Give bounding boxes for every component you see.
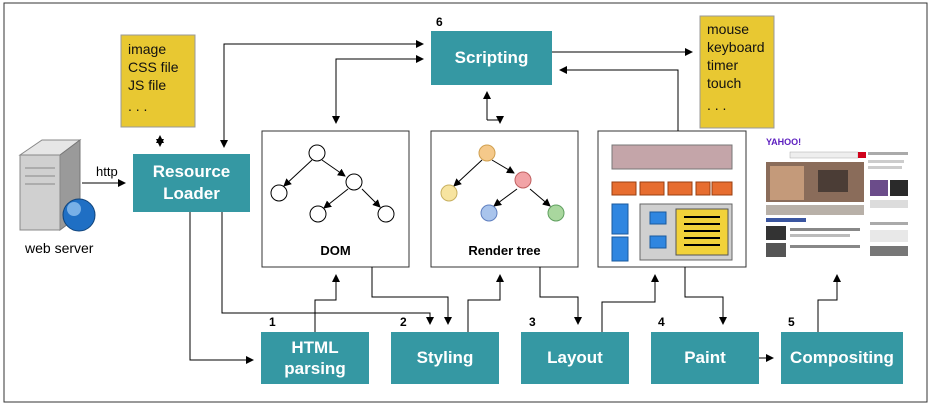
- resources-note-line2: CSS file: [128, 59, 179, 75]
- events-note: [699, 15, 775, 129]
- dom-tree-graphic: [270, 144, 395, 223]
- events-note-line3: timer: [707, 57, 739, 73]
- resource-loader-label-line1: Resource: [152, 162, 231, 181]
- layout-wireframe: [611, 144, 733, 262]
- step-number-6: 6: [436, 15, 443, 29]
- render-tree-panel: [430, 130, 579, 268]
- html-parsing-box: [261, 332, 369, 384]
- resources-note: [120, 34, 196, 128]
- scripting-label: Scripting: [454, 48, 529, 67]
- step-number-3: 3: [529, 315, 536, 329]
- render-tree-graphic: [440, 144, 565, 222]
- layout-label: Layout: [547, 348, 603, 367]
- resources-note-line4: . . .: [128, 98, 148, 114]
- resources-note-line1: image: [128, 41, 167, 57]
- step-number-2: 2: [400, 315, 407, 329]
- web-server-label: web server: [25, 240, 94, 256]
- html-parsing-label-line2: parsing: [284, 359, 346, 378]
- connectors: [82, 40, 841, 364]
- compositing-label: Compositing: [790, 348, 894, 367]
- resources-note-line3: JS file: [128, 77, 167, 93]
- step-number-5: 5: [788, 315, 795, 329]
- scripting-box: [431, 31, 552, 85]
- thumbnail-logo: YAHOO!: [766, 137, 802, 147]
- rendered-page-thumbnail: [762, 133, 912, 267]
- globe-icon: [62, 198, 96, 232]
- styling-label: Styling: [416, 348, 474, 367]
- step-number-4: 4: [658, 315, 665, 329]
- paint-box: [651, 332, 759, 384]
- resource-loader-label-line2: Loader: [163, 184, 220, 203]
- layout-box: [521, 332, 629, 384]
- resource-loader-box: [133, 154, 250, 212]
- step-number-1: 1: [269, 315, 276, 329]
- http-label: http: [96, 164, 118, 179]
- styling-box: [391, 332, 499, 384]
- events-note-line4: touch: [707, 75, 742, 91]
- paint-label: Paint: [684, 348, 726, 367]
- html-parsing-label-line1: HTML: [291, 338, 339, 357]
- render-tree-caption: Render tree: [468, 243, 541, 258]
- events-note-line1: mouse: [707, 21, 750, 37]
- compositing-box: [781, 332, 903, 384]
- outer-frame: [3, 2, 928, 403]
- dom-caption: DOM: [320, 243, 351, 258]
- events-note-line2: keyboard: [707, 39, 765, 55]
- events-note-line5: . . .: [707, 97, 727, 113]
